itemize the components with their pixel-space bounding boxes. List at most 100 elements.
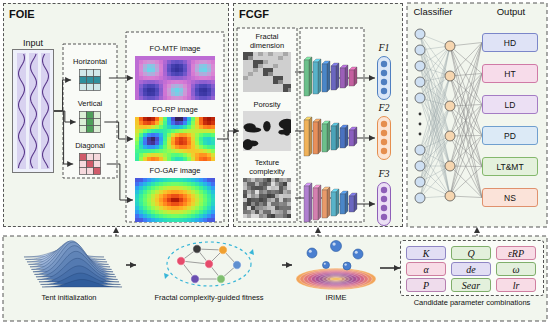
illustration-part [139, 190, 143, 194]
illustration-part [259, 178, 263, 182]
illustration-part [151, 137, 155, 141]
illustration-part [211, 76, 215, 80]
illustration-part [259, 194, 263, 198]
param-symbol: εRP [508, 248, 524, 259]
illustration-part [135, 149, 139, 153]
illustration-part [271, 210, 275, 214]
illustration-part [135, 137, 139, 141]
illustration-part [275, 178, 279, 182]
illustration-part [191, 56, 195, 60]
illustration-part [247, 178, 251, 182]
illustration-part [183, 133, 187, 137]
illustration-part [175, 80, 179, 84]
step-label: Fractal complexity-guided fitness [136, 293, 282, 302]
texture-image: Texture complexity [239, 158, 295, 218]
illustration-part [263, 206, 267, 210]
illustration-part [179, 178, 183, 182]
illustration-part [187, 141, 191, 145]
illustration-part [143, 178, 147, 182]
illustration-part [191, 202, 195, 206]
illustration-part [327, 61, 330, 92]
illustration-part [171, 80, 175, 84]
illustration-part [139, 72, 143, 76]
param-symbol: de [466, 264, 475, 275]
illustration-part [151, 121, 155, 125]
illustration-part [147, 198, 151, 202]
illustration-part [183, 182, 187, 186]
illustration-part [175, 153, 179, 157]
illustration-part [159, 84, 163, 88]
illustration-part [79, 126, 86, 133]
illustration-part [135, 145, 139, 149]
illustration-part [183, 178, 187, 182]
illustration-part [163, 92, 167, 96]
illustration-part [199, 145, 203, 149]
illustration-part [247, 210, 251, 214]
illustration-part [163, 214, 167, 218]
illustration-part [207, 125, 211, 129]
illustration-part [195, 72, 199, 76]
illustration-part [263, 202, 267, 206]
parameter-cell: Sear [451, 278, 491, 292]
illustration-part [251, 210, 255, 214]
illustration-part [191, 153, 195, 157]
illustration-part [283, 182, 287, 186]
illustration-part [163, 137, 167, 141]
illustration-part [167, 202, 171, 206]
illustration-part [155, 96, 159, 100]
illustration-part [167, 125, 171, 129]
illustration-part [187, 80, 191, 84]
illustration-part [171, 60, 175, 64]
illustration-part [279, 214, 283, 218]
illustration-part [179, 125, 183, 129]
illustration-part [86, 77, 93, 84]
illustration-part [199, 210, 203, 214]
illustration-part [187, 76, 191, 80]
illustration-part [147, 60, 151, 64]
illustration-part [191, 129, 195, 133]
illustration-part [86, 126, 93, 133]
illustration-part [287, 190, 291, 194]
illustration-part [183, 60, 187, 64]
node-picture [377, 182, 391, 226]
illustration-part [415, 45, 425, 55]
step-picture [12, 239, 126, 291]
illustration-part [147, 182, 151, 186]
image-label: FO-RP image [152, 105, 198, 114]
illustration-part [163, 72, 167, 76]
image-label: Horizontal [73, 57, 107, 66]
illustration-part [259, 198, 263, 202]
illustration-part [279, 198, 283, 202]
illustration-part [151, 206, 155, 210]
illustration-part [139, 117, 143, 121]
illustration-part [143, 157, 147, 161]
illustration-part [171, 153, 175, 157]
illustration-part [135, 141, 139, 145]
node-picture [135, 178, 215, 222]
panel-ground [3, 3, 229, 227]
illustration-part [187, 133, 191, 137]
step-label: Tent initialization [12, 293, 126, 302]
illustration-part [187, 218, 191, 222]
illustration-part [268, 52, 273, 56]
illustration-part [163, 202, 167, 206]
illustration-part [195, 129, 199, 133]
illustration-part [175, 60, 179, 64]
illustration-part [139, 129, 143, 133]
illustration-part [191, 80, 195, 84]
illustration-part [151, 84, 155, 88]
illustration-part [135, 121, 139, 125]
illustration-part [143, 125, 147, 129]
illustration-part [195, 141, 199, 145]
illustration-part [332, 242, 335, 245]
illustration-part [255, 182, 259, 186]
illustration-part [207, 141, 211, 145]
illustration-part [139, 96, 143, 100]
illustration-part [267, 210, 271, 214]
illustration-part [258, 52, 263, 56]
illustration-part [263, 190, 267, 194]
param-symbol: P [423, 280, 429, 291]
illustration-part [163, 153, 167, 157]
flow-arrow [107, 164, 133, 200]
illustration-part [143, 141, 147, 145]
